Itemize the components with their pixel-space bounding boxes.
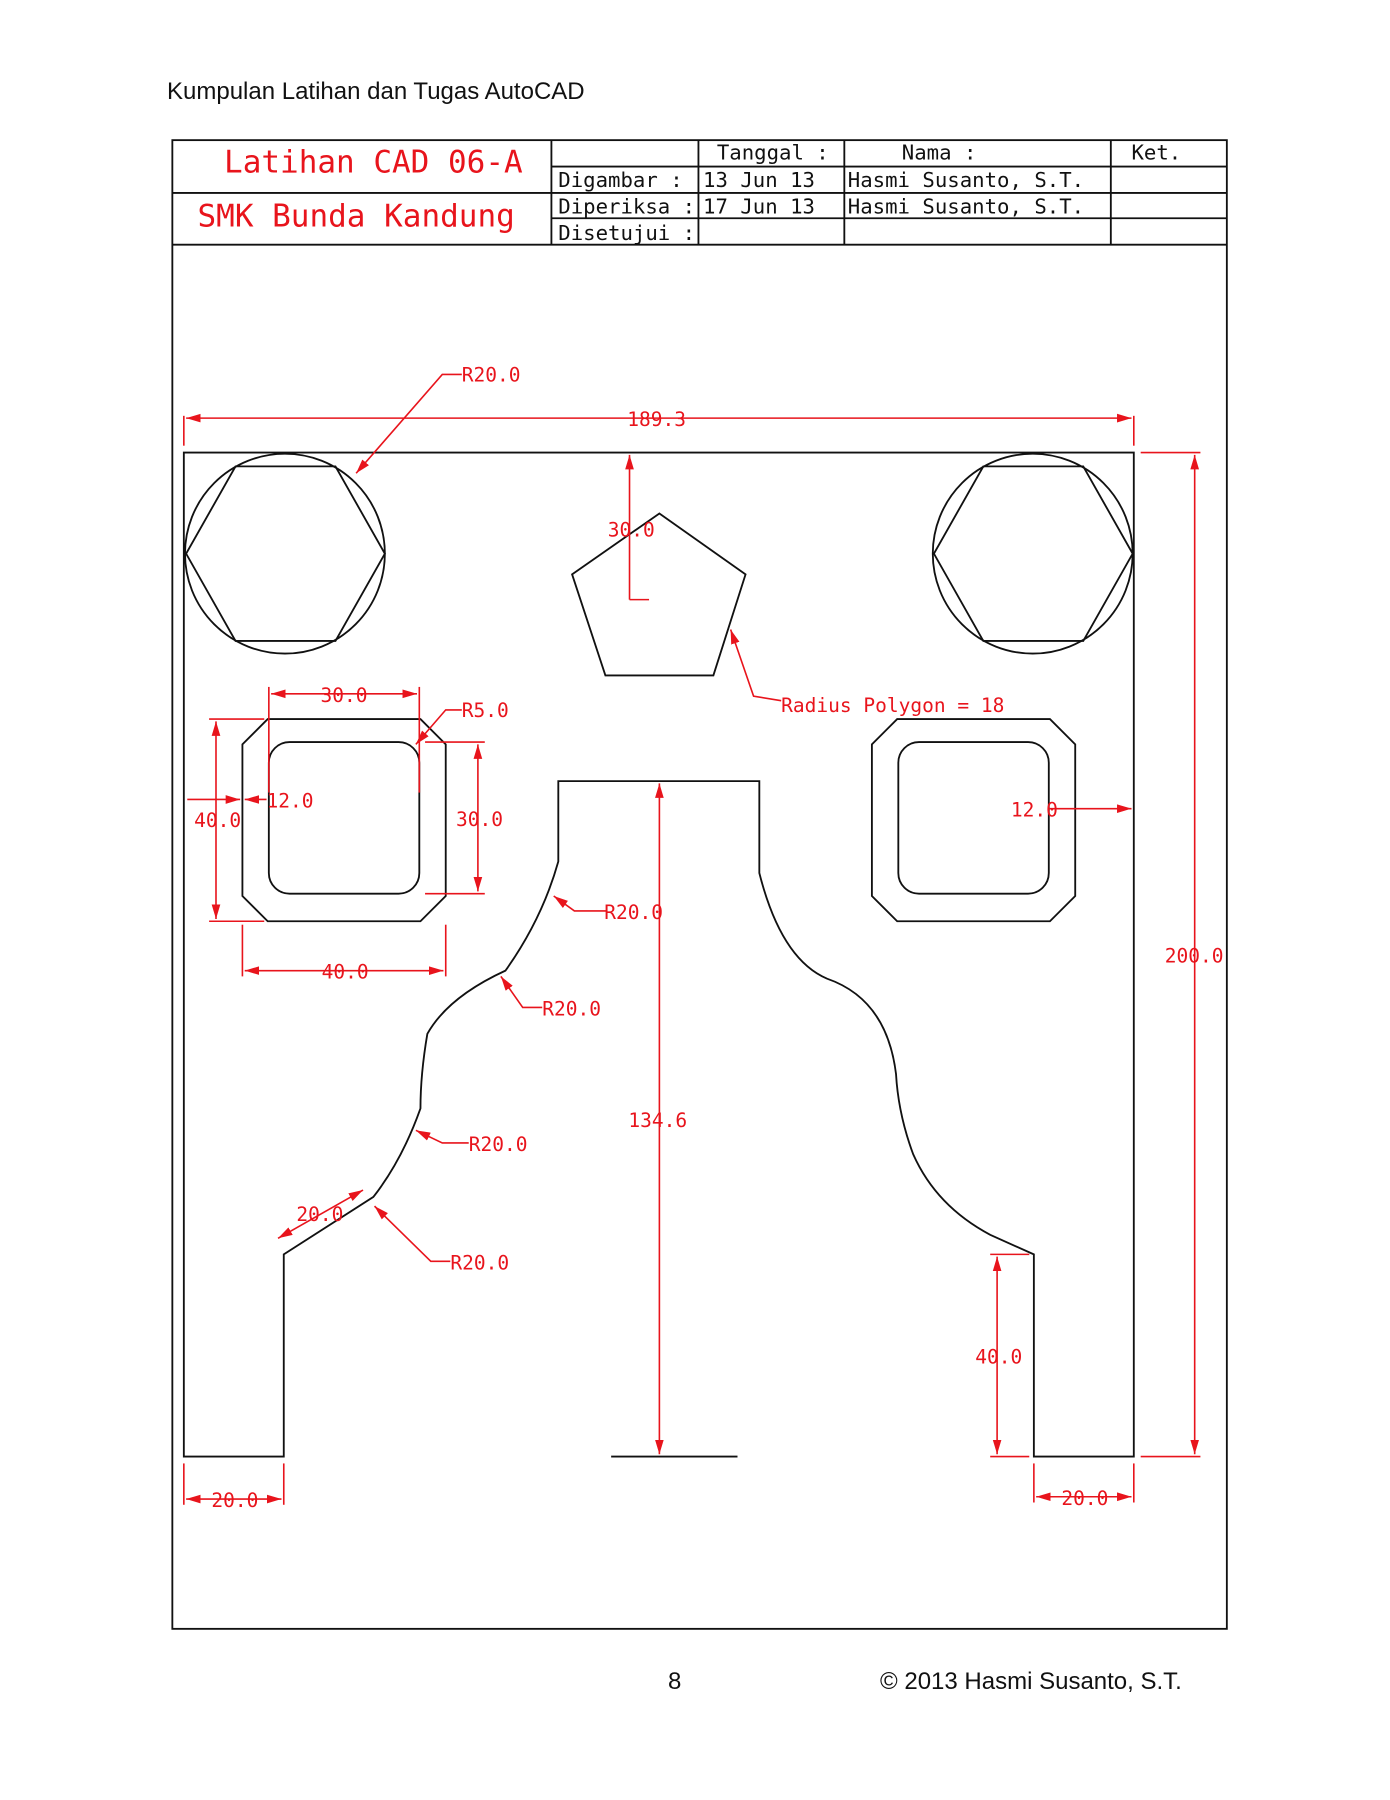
hexagon-right	[932, 465, 1134, 642]
dimension-label: 40.0	[322, 961, 369, 984]
square-left-inner	[267, 741, 421, 895]
page-number: 8	[668, 1668, 682, 1695]
dimension-label: R20.0	[469, 1133, 528, 1156]
dimension-label: R20.0	[462, 363, 521, 386]
dimension-label: 20.0	[1061, 1487, 1108, 1510]
dimension-label: 12.0	[267, 790, 314, 813]
dimension-label: 30.0	[456, 808, 503, 831]
pentagon	[571, 512, 747, 677]
dimension-label: 12.0	[1011, 799, 1058, 822]
dimension-label: 20.0	[211, 1489, 258, 1512]
school-name: SMK Bunda Kandung	[197, 198, 514, 234]
col-tanggal: Tanggal :	[717, 141, 829, 165]
page-header: Kumpulan Latihan dan Tugas AutoCAD	[167, 78, 585, 105]
row-label: Digambar :	[558, 168, 682, 192]
hexagon-left	[185, 465, 386, 642]
dimension-label: 134.6	[628, 1109, 687, 1132]
square-left-outer	[241, 718, 447, 923]
hex-circle-right	[931, 452, 1134, 655]
dimension-label: 40.0	[194, 809, 241, 832]
hex-circle-left	[184, 452, 386, 655]
col-ket: Ket.	[1132, 141, 1182, 165]
title-block: Latihan CAD 06-A SMK Bunda Kandung Tangg…	[171, 139, 1228, 1630]
row-name: Hasmi Susanto, S.T.	[848, 168, 1084, 192]
dimension-label: Radius Polygon = 18	[781, 694, 1004, 717]
square-right-outer	[870, 718, 1077, 923]
dimension-label: 189.3	[627, 408, 686, 431]
row-date: 17 Jun 13	[703, 195, 815, 219]
square-right-inner	[897, 741, 1050, 895]
dimension-label: 40.0	[975, 1345, 1022, 1368]
row-label: Disetujui :	[558, 221, 695, 245]
row-name: Hasmi Susanto, S.T.	[848, 195, 1084, 219]
dimension-label: 30.0	[608, 518, 655, 541]
dimension-label: R5.0	[462, 699, 509, 722]
dimension-label: R20.0	[450, 1251, 509, 1274]
part-outline	[182, 451, 1135, 1458]
copyright: © 2013 Hasmi Susanto, S.T.	[880, 1668, 1182, 1695]
drawing-title: Latihan CAD 06-A	[224, 144, 523, 180]
dimensions: 189.3 R20.0 30.0 Radius Polygon = 18 200…	[183, 363, 1224, 1512]
col-nama: Nama :	[902, 141, 977, 165]
dimension-label: 30.0	[321, 684, 368, 707]
dimension-label: 200.0	[1165, 945, 1224, 968]
dimension-label: R20.0	[542, 997, 601, 1020]
row-date: 13 Jun 13	[703, 168, 815, 192]
dimension-label: R20.0	[604, 901, 663, 924]
dimension-label: 20.0	[296, 1203, 343, 1226]
row-label: Diperiksa :	[558, 195, 695, 219]
